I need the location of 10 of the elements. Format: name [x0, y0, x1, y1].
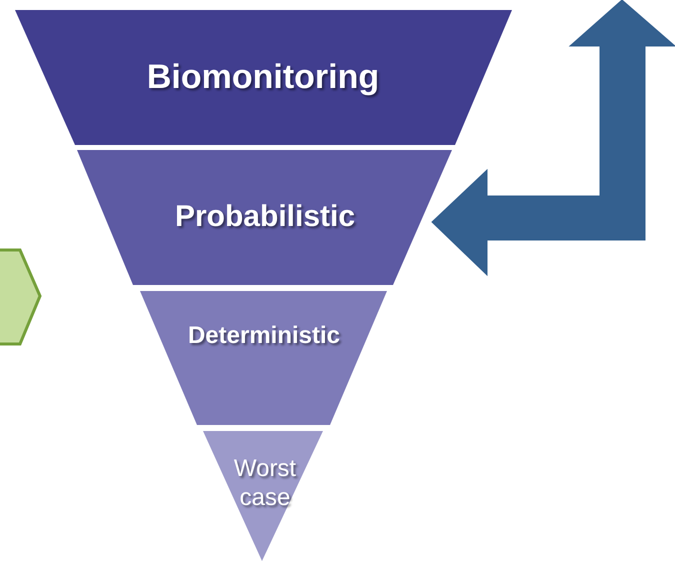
bent-arrow: [431, 0, 675, 276]
pyramid-band: [77, 150, 452, 285]
band-label: Probabilistic: [174, 199, 356, 235]
band-label: Biomonitoring: [146, 56, 380, 98]
pyramid-band: [140, 291, 387, 425]
pyramid-tip: [203, 431, 323, 561]
chevron-arrow: [0, 248, 44, 348]
band-label: Deterministic: [186, 322, 342, 350]
pyramid-band: [15, 10, 512, 145]
band-label: Worst case: [232, 455, 298, 513]
